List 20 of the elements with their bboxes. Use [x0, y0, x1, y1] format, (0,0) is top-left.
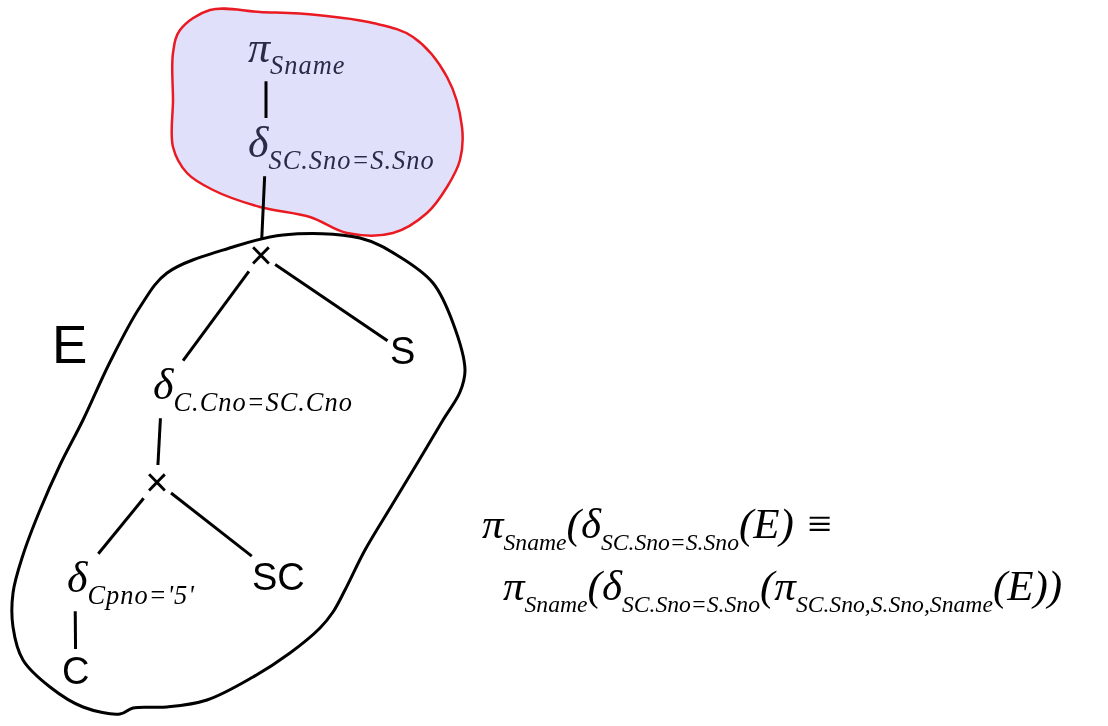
tree-edge	[264, 81, 268, 118]
relation-label: SC	[252, 558, 305, 596]
equivalence-formula: π$_{Sname}$(δ$_{SC.Sno=S.Sno}$(E) ≡	[482, 502, 834, 555]
cross-product-operator: ×	[145, 468, 169, 496]
selection-operator: δ$_{Cpno='5'}$	[67, 556, 195, 609]
cross-product-operator: ×	[249, 241, 273, 269]
relation-label: C	[62, 652, 90, 690]
tree-edge	[73, 611, 78, 649]
selection-operator: δ$_{SC.Sno=S.Sno}$	[248, 121, 435, 174]
selection-operator: δ$_{C.Cno=SC.Cno}$	[153, 363, 353, 416]
projection-operator: π$_{Sname}$	[248, 26, 346, 79]
tree-edge	[274, 263, 389, 342]
relation-label: S	[390, 332, 416, 370]
equivalence-formula: π$_{Sname}$(δ$_{SC.Sno=S.Sno}$(π$_{SC.Sno,S.Sno,Sname}$(E))	[503, 564, 1063, 617]
tree-edge	[156, 418, 162, 466]
set-label: E	[52, 318, 88, 371]
tree-edge	[181, 270, 251, 362]
tree-edge	[260, 176, 267, 239]
tree-edge	[170, 491, 253, 558]
tree-edge	[97, 497, 145, 555]
